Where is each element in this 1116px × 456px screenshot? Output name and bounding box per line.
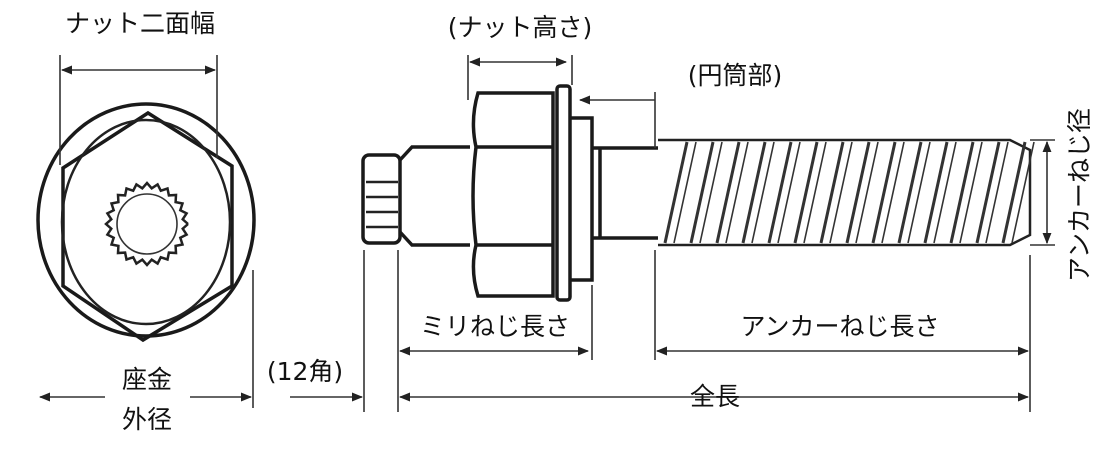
label-washer-od-line1: 座金 [122, 365, 172, 394]
socket-inner [116, 193, 178, 255]
thread-crest [715, 141, 741, 244]
thread-root [725, 141, 749, 244]
label-metric-thread-length: ミリねじ長さ [420, 312, 570, 341]
label-anchor-thread-length: アンカーねじ長さ [740, 312, 939, 341]
side-view [361, 84, 1035, 302]
thread-crest [767, 141, 793, 244]
label-cylinder: (円筒部) [688, 61, 783, 90]
nut-bearing-circle [60, 118, 232, 326]
thread-root [699, 141, 723, 244]
thread-crest [793, 141, 819, 244]
thread-crest [741, 141, 767, 244]
label-twelve-point: (12角) [267, 357, 343, 386]
thread-root [829, 141, 853, 244]
socket-outline [104, 181, 189, 267]
thread-crest [871, 141, 897, 244]
shank [398, 145, 470, 247]
thread-crest [845, 141, 871, 244]
thread-root [959, 141, 983, 244]
thread-root [881, 141, 905, 244]
thread-crest [975, 141, 1001, 244]
thread-root [855, 141, 879, 244]
front-view [36, 102, 256, 343]
thread-root [751, 141, 775, 244]
nut-side [471, 91, 555, 298]
thread-root [985, 141, 1009, 244]
thread-crest [663, 141, 689, 244]
thread-outline [658, 138, 1032, 247]
thread-root [907, 141, 931, 244]
washer-side [555, 84, 572, 302]
thread-root [803, 141, 827, 244]
thread-crest [689, 141, 715, 244]
cylinder-part [570, 116, 658, 282]
label-nut-width: ナット二面幅 [65, 9, 215, 38]
thread-crest [923, 141, 949, 244]
nut-hexagon [61, 110, 234, 343]
anchor-thread [658, 138, 1035, 247]
twelve-point-socket [104, 181, 189, 267]
thread-root [933, 141, 957, 244]
thread-crest [897, 141, 923, 244]
thread-root [1011, 141, 1035, 244]
label-total-length: 全長 [690, 382, 740, 411]
thread-root [777, 141, 801, 244]
washer-outline [36, 102, 256, 338]
thread-crest [949, 141, 975, 244]
label-washer-od-line2: 外径 [122, 405, 172, 434]
twelve-point-head [361, 153, 402, 245]
label-nut-height: (ナット高さ) [448, 13, 593, 42]
thread-crest [819, 141, 845, 244]
label-anchor-thread-diameter: アンカーねじ径 [1065, 108, 1094, 282]
dimensions [38, 55, 1055, 412]
thread-root [673, 141, 697, 244]
thread-crest [1001, 141, 1027, 244]
